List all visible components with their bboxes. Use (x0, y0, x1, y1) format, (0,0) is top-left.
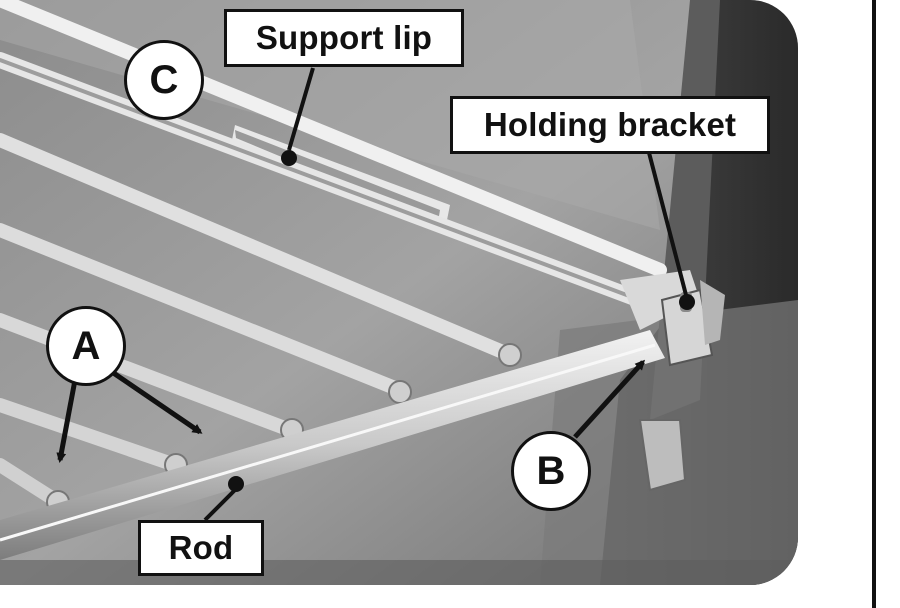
page-rule (872, 0, 876, 608)
callout-b-letter: B (536, 448, 566, 493)
photo (0, 0, 798, 585)
callout-a-letter: A (71, 323, 101, 368)
callout-a: A (46, 306, 126, 386)
support-lip-text: Support lip (255, 19, 433, 56)
holding-bracket-text: Holding bracket (483, 106, 737, 143)
photo-illustration (0, 0, 798, 585)
holding-bracket-label: Holding bracket (450, 96, 770, 154)
support-lip-label: Support lip (224, 9, 464, 67)
callout-c: C (124, 40, 204, 120)
rod-label: Rod (138, 520, 264, 576)
callout-c-letter: C (149, 57, 179, 102)
rod-text: Rod (168, 529, 234, 566)
callout-b: B (511, 431, 591, 511)
